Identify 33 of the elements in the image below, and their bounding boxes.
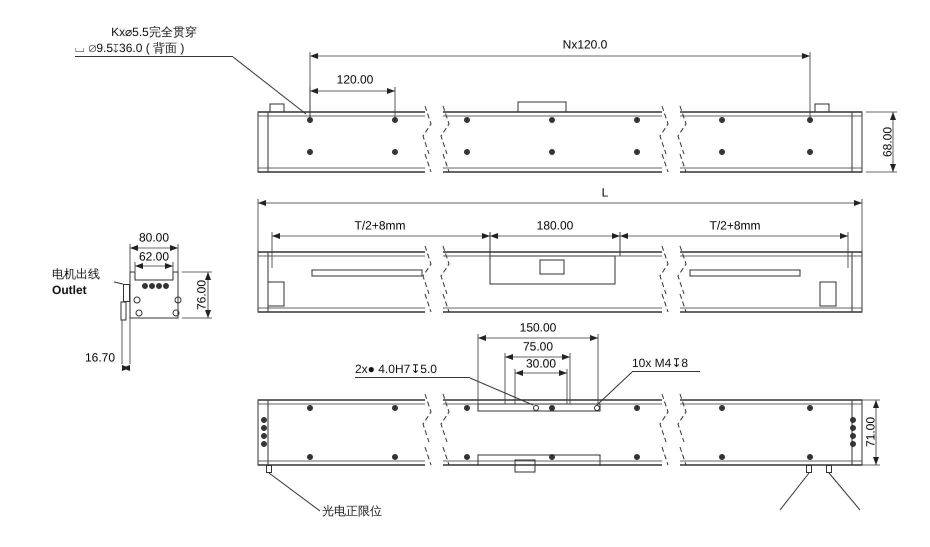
sensor: [806, 465, 812, 473]
sensor: [266, 465, 272, 473]
dimension-label: 30.00: [526, 358, 556, 370]
leader-line: [596, 372, 632, 406]
dimension-label: 16.70: [84, 352, 116, 364]
dimension-label: 150.00: [520, 322, 556, 334]
dimension-label: T/2+8mm: [710, 220, 760, 232]
hole-callout: 2x● 4.0H7↧5.0: [355, 361, 470, 378]
dimension-label: 80.00: [138, 232, 170, 244]
hole-callout: 10x M4↧8: [632, 355, 700, 372]
cable-outlet: [123, 284, 130, 302]
dimension-label: 120.00: [336, 74, 374, 86]
sensor: [826, 465, 832, 473]
dimension-label: 180.00: [536, 220, 574, 232]
dimension-label: L: [602, 186, 608, 200]
dimension-label: 62.00: [138, 250, 170, 264]
callout-label: 电机出线 Outlet: [52, 266, 114, 298]
dimension-label: 75.00: [522, 340, 554, 354]
dimension-label: Nx120.0: [562, 38, 608, 52]
leader-line: [828, 472, 860, 510]
threaded-hole: [594, 405, 600, 411]
dimension-label: 76.00: [196, 280, 208, 310]
dimension-label: 68.00: [882, 126, 894, 158]
dimension-label: T/2+8mm: [354, 220, 406, 232]
dimension-label: 71.00: [864, 416, 878, 448]
leader-line: [232, 56, 306, 114]
hole-callout: Kx⌀5.5完全贯穿 ⌴ ⌀9.5↧36.0 ( 背面 ): [75, 24, 233, 57]
callout-label: 光电正限位: [322, 503, 392, 519]
leader-line: [268, 472, 320, 512]
leader-line: [780, 472, 810, 510]
pin-hole: [533, 405, 539, 411]
leader-line: [114, 282, 124, 284]
leader-line: [470, 378, 534, 406]
